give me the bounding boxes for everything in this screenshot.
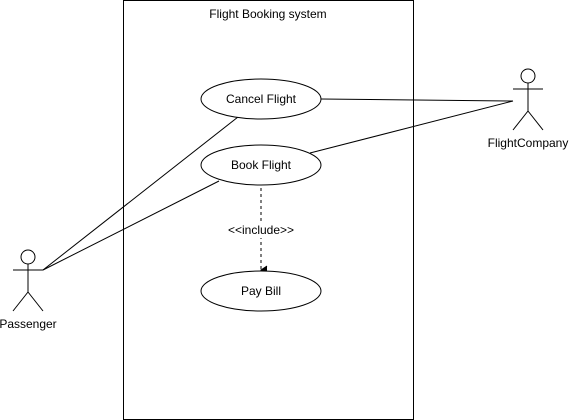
system-boundary[interactable]: [123, 0, 414, 420]
include-label-background: [226, 222, 296, 238]
association-flightcompany-cancel-flight[interactable]: [320, 98, 514, 102]
use-case-pay-bill[interactable]: Pay Bill: [200, 270, 322, 312]
stick-figure-icon: [12, 249, 44, 312]
use-case-cancel-flight[interactable]: Cancel Flight: [200, 78, 322, 120]
actor-flight-company[interactable]: FlightCompany: [488, 68, 569, 150]
use-case-book-flight[interactable]: Book Flight: [200, 144, 322, 186]
use-case-cancel-flight-label: Cancel Flight: [226, 92, 297, 106]
stick-figure-icon: [512, 68, 544, 131]
include-label: <<include>>: [228, 223, 294, 237]
actor-passenger[interactable]: Passenger: [0, 249, 57, 331]
system-title: Flight Booking system: [209, 7, 326, 21]
actor-passenger-label: Passenger: [0, 317, 57, 331]
association-flightcompany-book-flight[interactable]: [309, 100, 514, 154]
association-passenger-cancel-flight[interactable]: [42, 116, 239, 271]
association-passenger-book-flight[interactable]: [42, 180, 220, 271]
use-case-book-flight-label: Book Flight: [231, 158, 292, 172]
actor-flight-company-label: FlightCompany: [488, 136, 569, 150]
use-case-pay-bill-label: Pay Bill: [241, 284, 281, 298]
